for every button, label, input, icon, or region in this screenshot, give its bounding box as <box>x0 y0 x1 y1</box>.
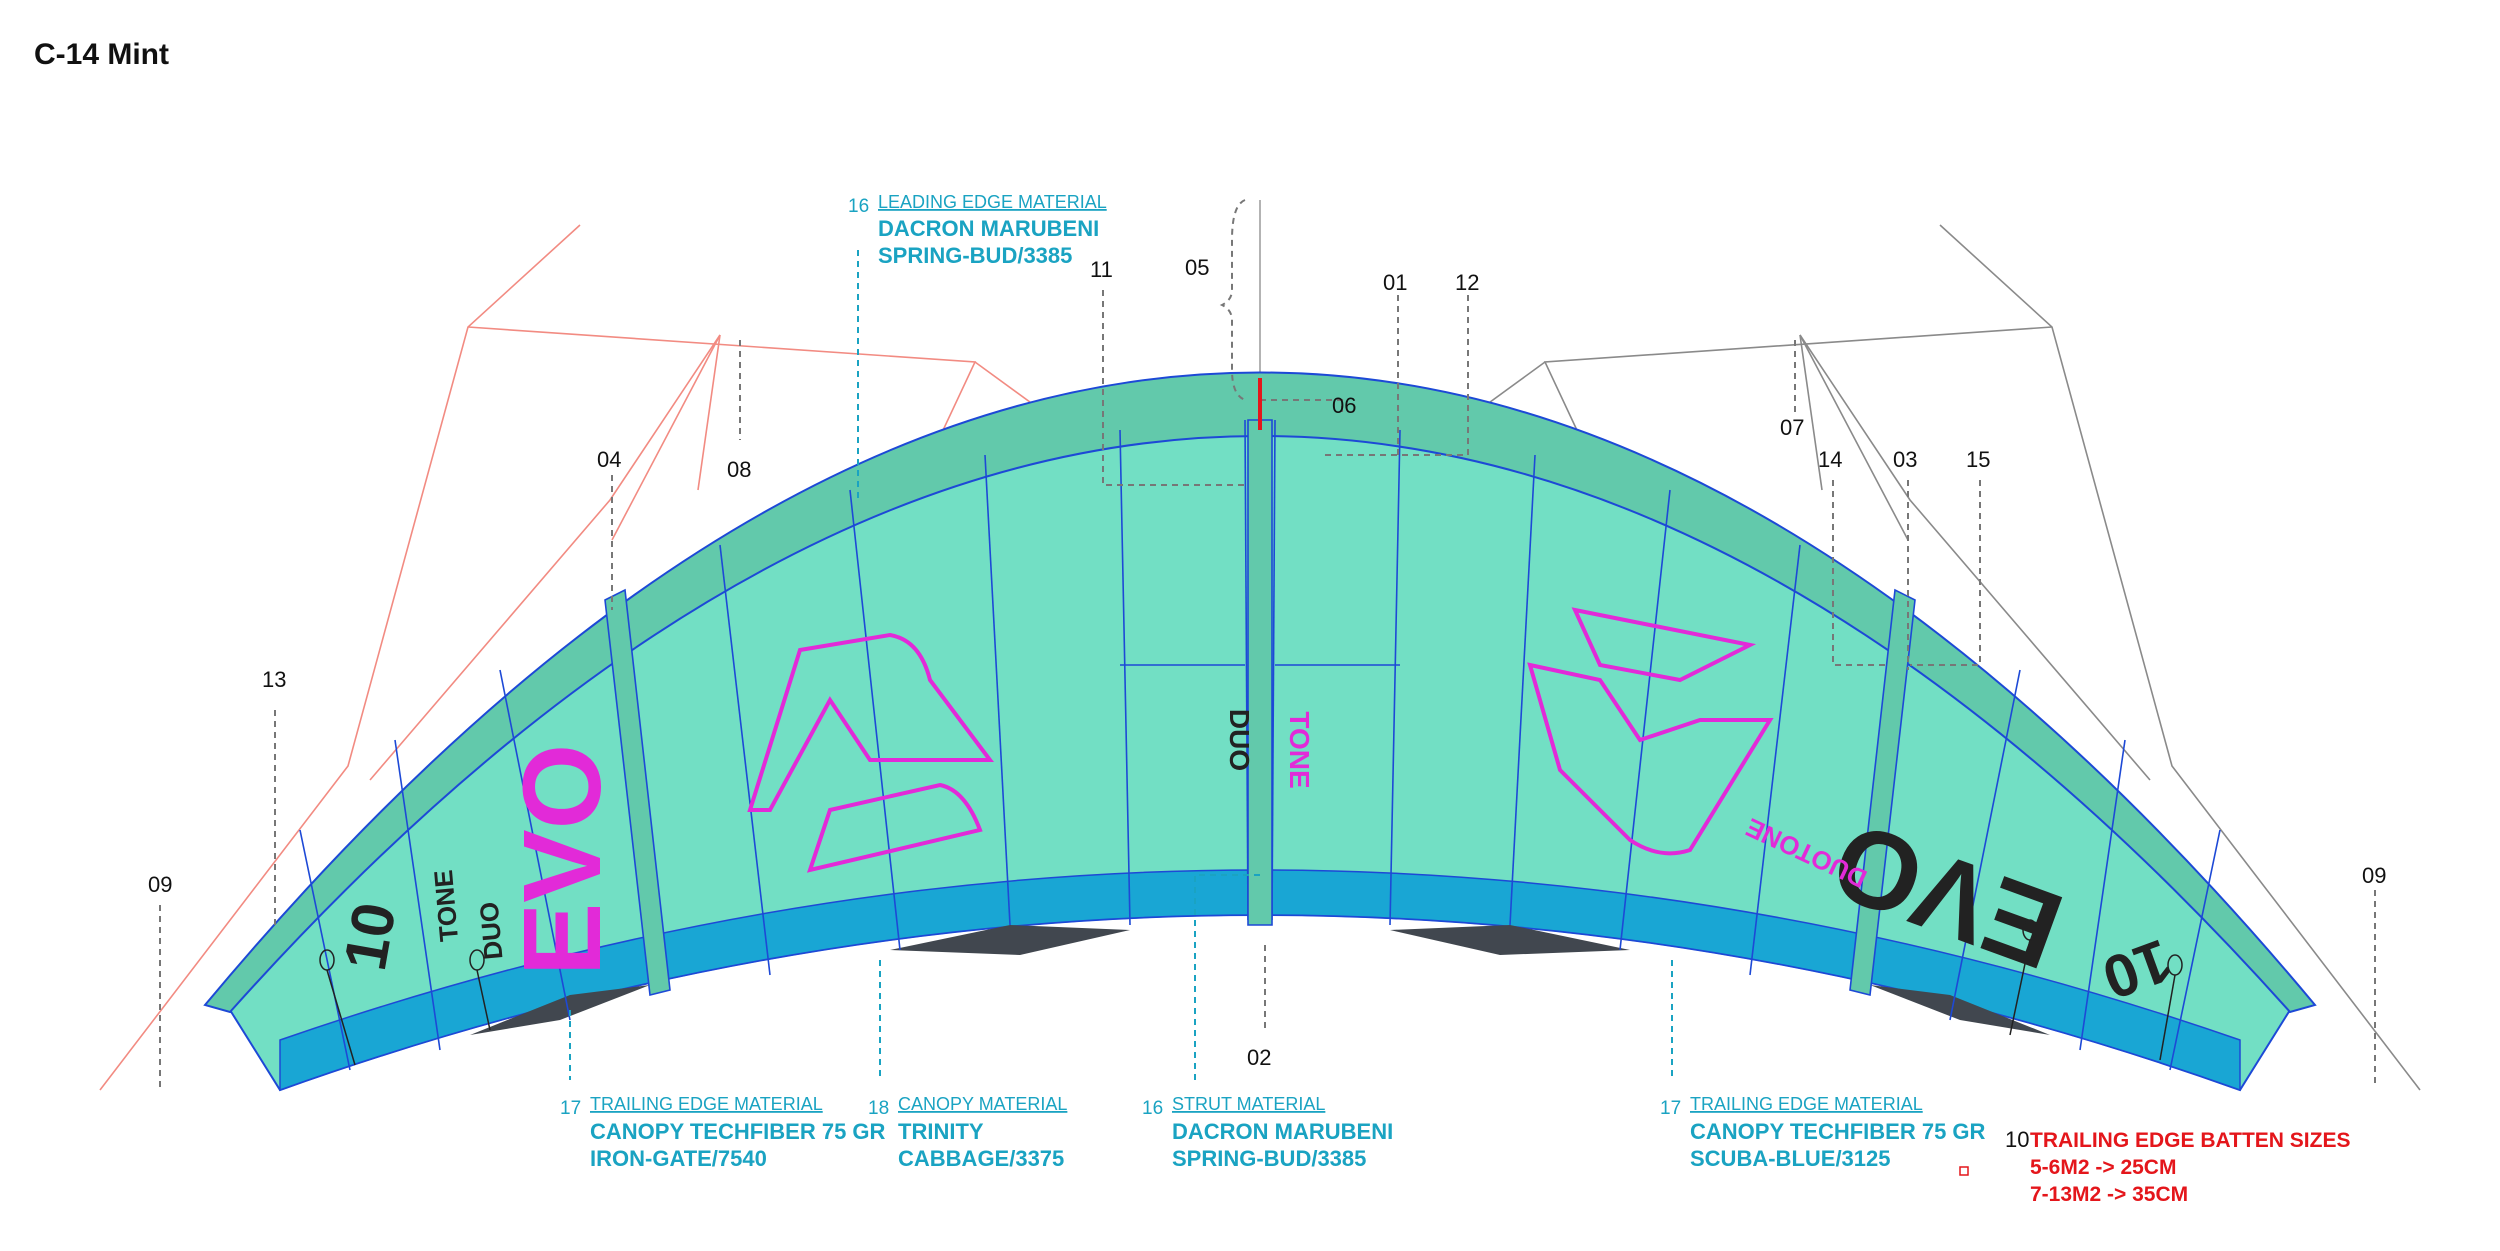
callout-10: 10 <box>2005 1127 2029 1152</box>
svg-text:CANOPY TECHFIBER 75 GR: CANOPY TECHFIBER 75 GR <box>1690 1119 1986 1144</box>
struts <box>604 419 1916 996</box>
small-marker <box>1959 1166 1969 1176</box>
material-leading-edge: 16 LEADING EDGE MATERIAL DACRON MARUBENI… <box>848 192 1107 268</box>
material-trailing-left: 17 TRAILING EDGE MATERIAL CANOPY TECHFIB… <box>560 1094 886 1171</box>
svg-text:CANOPY MATERIAL: CANOPY MATERIAL <box>898 1094 1067 1114</box>
svg-text:CANOPY TECHFIBER 75 GR: CANOPY TECHFIBER 75 GR <box>590 1119 886 1144</box>
callout-12: 12 <box>1455 270 1479 295</box>
trailing-edge-strip <box>279 869 2241 1092</box>
svg-text:16: 16 <box>848 196 869 217</box>
callout-03: 03 <box>1893 447 1917 472</box>
svg-text:LEADING EDGE MATERIAL: LEADING EDGE MATERIAL <box>878 192 1107 212</box>
svg-text:DACRON MARUBENI: DACRON MARUBENI <box>878 216 1099 241</box>
duo-tone-left-a: TONE <box>428 869 464 943</box>
callout-15: 15 <box>1966 447 1990 472</box>
callout-09a: 09 <box>148 872 172 897</box>
callout-08: 08 <box>727 457 751 482</box>
ten-left: 10 <box>331 898 409 975</box>
callout-02: 02 <box>1247 1045 1271 1070</box>
trailing-gray-panels <box>470 925 2050 1035</box>
svg-text:STRUT MATERIAL: STRUT MATERIAL <box>1172 1094 1325 1114</box>
svg-text:7-13M2 -> 35CM: 7-13M2 -> 35CM <box>2030 1183 2188 1206</box>
svg-text:SCUBA-BLUE/3125: SCUBA-BLUE/3125 <box>1690 1146 1891 1171</box>
svg-text:16: 16 <box>1142 1098 1163 1119</box>
svg-text:TRAILING EDGE MATERIAL: TRAILING EDGE MATERIAL <box>590 1094 823 1114</box>
d-logo-right <box>1527 607 1774 856</box>
page-title: C-14 Mint <box>34 38 169 71</box>
callout-09b: 09 <box>2362 863 2386 888</box>
brace-05 <box>1219 199 1246 401</box>
callout-05: 05 <box>1185 255 1209 280</box>
material-lines <box>569 250 1673 1080</box>
svg-text:DACRON MARUBENI: DACRON MARUBENI <box>1172 1119 1393 1144</box>
svg-text:TRAILING EDGE MATERIAL: TRAILING EDGE MATERIAL <box>1690 1094 1923 1114</box>
material-canopy: 18 CANOPY MATERIAL TRINITY CABBAGE/3375 <box>868 1094 1067 1171</box>
material-trailing-right: 17 TRAILING EDGE MATERIAL CANOPY TECHFIB… <box>1660 1094 1986 1171</box>
callout-04: 04 <box>597 447 621 472</box>
callout-07: 07 <box>1780 415 1804 440</box>
leading-edge-tube <box>203 371 2317 1014</box>
svg-text:CABBAGE/3375: CABBAGE/3375 <box>898 1146 1064 1171</box>
callout-11: 11 <box>1090 257 1113 282</box>
svg-text:TRAILING EDGE BATTEN SIZES: TRAILING EDGE BATTEN SIZES <box>2030 1129 2350 1152</box>
svg-text:SPRING-BUD/3385: SPRING-BUD/3385 <box>1172 1146 1366 1171</box>
svg-text:IRON-GATE/7540: IRON-GATE/7540 <box>590 1146 767 1171</box>
callout-13: 13 <box>262 667 286 692</box>
evo-left: EVO <box>501 744 624 976</box>
callout-lines <box>159 290 2376 1090</box>
callout-14: 14 <box>1818 447 1842 472</box>
valves <box>319 919 2183 1066</box>
batten-sizes: TRAILING EDGE BATTEN SIZES 5-6M2 -> 25CM… <box>2030 1129 2350 1206</box>
svg-text:SPRING-BUD/3385: SPRING-BUD/3385 <box>878 243 1072 268</box>
callout-06: 06 <box>1332 393 1356 418</box>
svg-text:5-6M2 -> 25CM: 5-6M2 -> 25CM <box>2030 1156 2176 1179</box>
material-strut: 16 STRUT MATERIAL DACRON MARUBENI SPRING… <box>1142 1094 1393 1171</box>
callout-01: 01 <box>1383 270 1407 295</box>
svg-text:18: 18 <box>868 1098 889 1119</box>
svg-text:TRINITY: TRINITY <box>898 1119 984 1144</box>
d-logo-left <box>747 632 994 873</box>
duo-tone-center-b: TONE <box>1284 711 1315 788</box>
duo-tone-center-a: DUO <box>1224 709 1255 771</box>
duo-tone-left-b: DUO <box>474 901 509 961</box>
svg-text:17: 17 <box>560 1098 581 1119</box>
bridle-left <box>99 224 1083 1091</box>
svg-text:17: 17 <box>1660 1098 1681 1119</box>
